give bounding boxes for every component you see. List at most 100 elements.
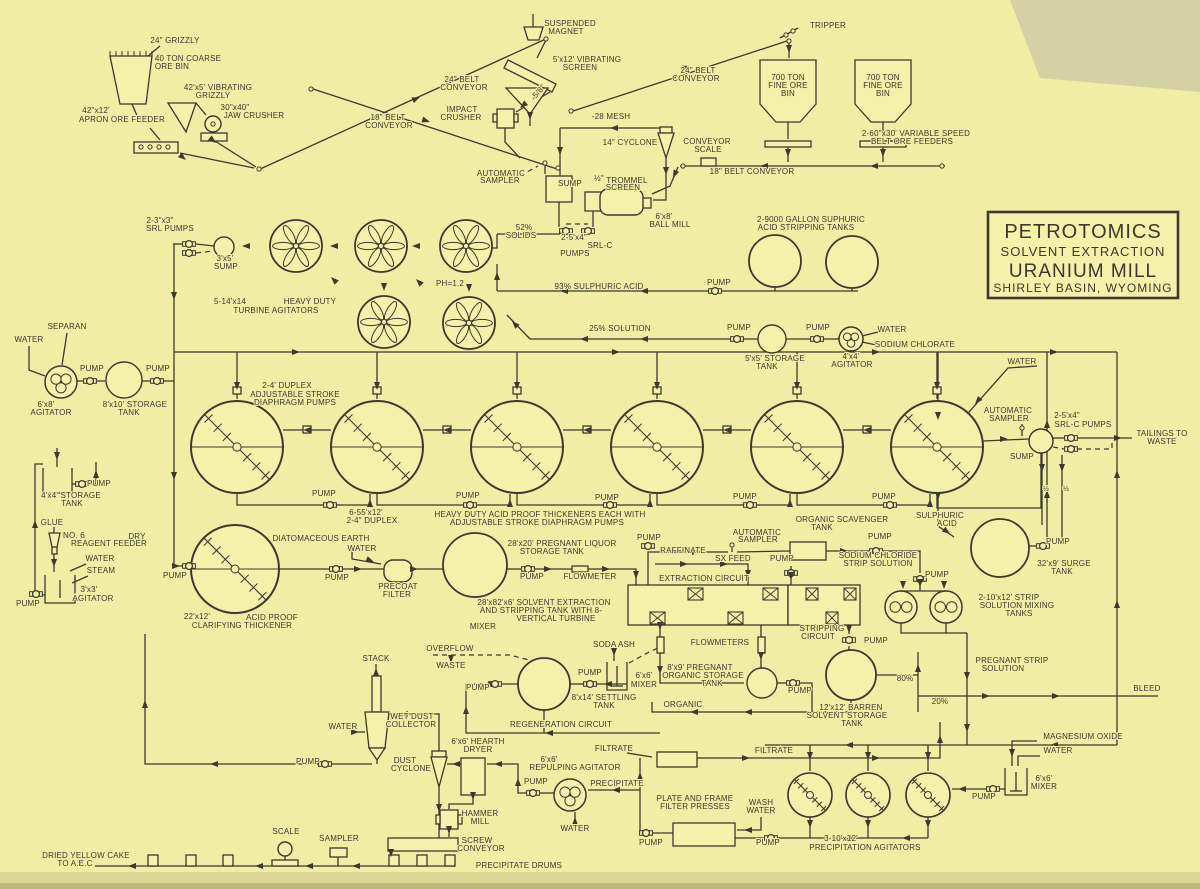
flow-arrow <box>975 395 983 404</box>
equipment-box <box>571 565 589 573</box>
diagram-label: HEAVY DUTY ACID PROOF THICKENERS EACH WI… <box>435 510 646 519</box>
diagram-label: PUMP <box>1046 537 1070 546</box>
flow-arrow <box>374 382 380 390</box>
flow-arrows <box>32 45 1122 869</box>
equipment-box <box>435 814 441 825</box>
flow-arrow <box>410 566 418 572</box>
flow-arrow <box>760 163 768 169</box>
flow-arrow <box>93 470 99 478</box>
diagram-label: 6'x8' <box>656 212 673 221</box>
diagram-label: ACID STRIPPING TANKS <box>758 223 855 232</box>
diagram-label: CONVEYOR <box>672 74 719 83</box>
diagram-label: PUMP <box>925 570 949 579</box>
flow-arrow <box>54 452 60 460</box>
fan-blade <box>357 241 379 251</box>
roller-dot <box>165 144 171 150</box>
diagram-label: SODIUM CHLORIDE <box>839 551 918 560</box>
diagram-label: 6'x6' <box>636 671 653 680</box>
diagram-label: ORGANIC <box>664 700 703 709</box>
flow-arrow <box>681 65 690 72</box>
diagram-label: TANK <box>61 499 83 508</box>
diagram-label: SAMPLER <box>738 535 778 544</box>
flow-arrow <box>941 581 947 589</box>
flow-arrow <box>925 820 931 828</box>
diagram-label: TANK <box>593 701 615 710</box>
diagram-label: PRECIPITATE <box>590 779 643 788</box>
diagram-label: PUMP <box>639 838 663 847</box>
diagram-label: PUMP <box>733 492 757 501</box>
flow-arrow <box>723 427 731 433</box>
diagram-label: SUMP <box>214 262 238 271</box>
diagram-label: FLOWMETER <box>564 572 617 581</box>
diagram-label: 18" BELT <box>371 113 406 122</box>
pipe-line <box>506 314 531 340</box>
flow-arrow <box>443 427 451 433</box>
tank <box>105 361 143 399</box>
flow-arrow <box>937 735 943 743</box>
dashed-line <box>511 165 539 181</box>
diagram-label: TANK <box>841 719 863 728</box>
flow-arrow <box>964 724 970 732</box>
diagram-label: TAILINGS TO <box>1136 429 1187 438</box>
flow-arrow <box>580 336 588 342</box>
diagram-label: WASTE <box>436 661 465 670</box>
diagram-label: 2-9000 GALLON SUPHURIC <box>757 215 865 224</box>
diagram-label: ORGANIC STORAGE <box>662 671 744 680</box>
equipment-box <box>431 750 447 758</box>
roller-dot <box>542 160 548 166</box>
flow-arrow <box>560 288 568 294</box>
flow-arrow <box>1059 464 1065 472</box>
diagram-label: 93% SULPHURIC ACID <box>555 282 644 291</box>
diagram-label: REAGENT FEEDER <box>71 539 147 548</box>
diagram-label: 28'x20' PREGNANT LIQUOR <box>508 539 617 548</box>
diagram-label: 24" BELT <box>445 75 480 84</box>
flow-arrow <box>785 149 791 157</box>
pipe-line <box>697 722 941 759</box>
flow-arrow <box>436 804 442 812</box>
equipment-box <box>859 140 907 148</box>
diagram-label: 40 TON COARSE <box>155 54 221 63</box>
diagram-label: AGITATOR <box>72 594 113 603</box>
flow-arrow <box>400 711 408 717</box>
equipment-box <box>789 541 827 561</box>
pipe-line <box>351 546 382 565</box>
diagram-label: DIATOMACEOUS EARTH <box>273 534 370 543</box>
equipment-box <box>656 636 665 654</box>
diagram-label: CONVEYOR <box>457 844 504 853</box>
diagram-label: CRUSHER <box>441 113 482 122</box>
pipe-line <box>257 37 549 171</box>
diagram-label: STEAM <box>87 566 116 575</box>
diagram-label: WATER <box>747 806 776 815</box>
equipment-box <box>513 113 519 123</box>
pipe-line <box>900 623 967 634</box>
diagram-label: 25% SOLUTION <box>589 324 651 333</box>
diagram-label: WATER <box>1008 357 1037 366</box>
flow-arrow <box>846 625 852 633</box>
diagram-label: 42"x12' <box>82 106 110 115</box>
diagram-label: 30"x40" <box>221 103 250 112</box>
flow-arrow <box>1114 470 1120 478</box>
diagram-label: TANK <box>756 362 778 371</box>
flow-arrow <box>872 755 880 761</box>
pipe-line <box>131 103 139 119</box>
diagram-label: 14" CYCLONE <box>603 138 658 147</box>
equipment-box <box>185 854 197 867</box>
diagram-label: WASTE <box>1147 437 1176 446</box>
flow-arrow <box>171 292 177 300</box>
equipment-shape <box>854 59 912 123</box>
flow-arrow <box>520 100 529 108</box>
fan-blade <box>468 241 490 251</box>
diagram-label: SUMP <box>1010 452 1034 461</box>
diagram-label: BALL MILL <box>649 220 690 229</box>
diagram-label: ACID <box>937 519 957 528</box>
flow-arrow <box>525 231 533 237</box>
equipment-box <box>496 108 515 129</box>
diagram-label: FILTRATE <box>755 746 793 755</box>
diagram-label: 8'x14' SETTLING <box>572 693 637 702</box>
flow-arrow <box>647 499 653 507</box>
flow-arrow <box>900 581 906 589</box>
diagram-label: GLUE <box>41 518 64 527</box>
diagram-label: PUMP <box>87 479 111 488</box>
